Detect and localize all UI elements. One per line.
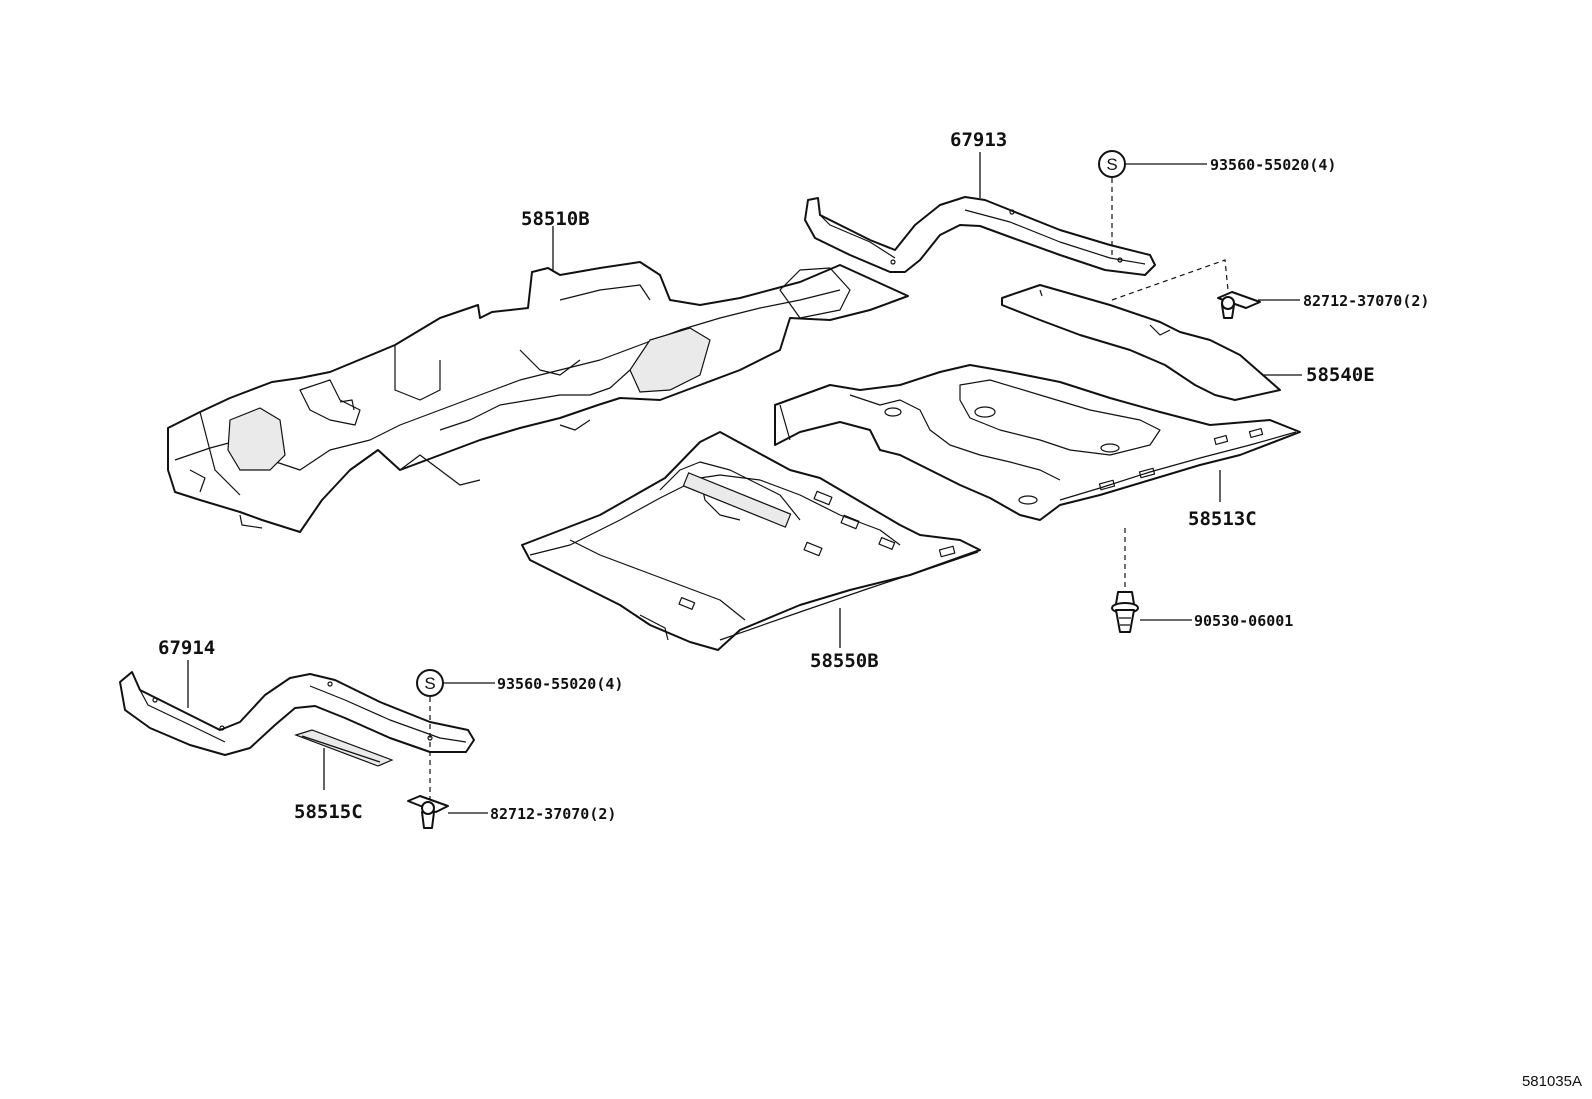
part-58513C-rear-silencer bbox=[774, 364, 1301, 521]
standard-part-mark-top: S bbox=[1098, 150, 1126, 178]
part-67914-bracket bbox=[119, 671, 475, 756]
part-58550B-center-silencer bbox=[521, 431, 981, 651]
callout-58513C: 58513C bbox=[1188, 508, 1257, 530]
part-58515C-pad bbox=[294, 729, 394, 767]
callout-58550B: 58550B bbox=[810, 650, 879, 672]
part-67913-bracket bbox=[804, 196, 1156, 276]
callout-82712-37070-bottom: 82712-37070(2) bbox=[490, 805, 616, 823]
callout-67914: 67914 bbox=[158, 637, 215, 659]
leader-lines bbox=[187, 152, 1302, 814]
part-58540E-sheet bbox=[1001, 284, 1281, 401]
clip-icon-bottom bbox=[407, 795, 449, 829]
standard-part-letter-bottom: S bbox=[424, 674, 435, 693]
standard-part-letter-top: S bbox=[1106, 155, 1117, 174]
callout-58540E: 58540E bbox=[1306, 364, 1375, 386]
clip-icon-top bbox=[1217, 291, 1261, 319]
push-rivet-icon bbox=[1111, 591, 1139, 633]
part-58510B-floor-silencer bbox=[167, 261, 909, 533]
callout-82712-37070-top: 82712-37070(2) bbox=[1303, 292, 1429, 310]
callout-58510B: 58510B bbox=[521, 208, 590, 230]
standard-part-mark-bottom: S bbox=[416, 669, 444, 697]
drawing-id: 581035A bbox=[1522, 1073, 1582, 1090]
callout-58515C: 58515C bbox=[294, 801, 363, 823]
callout-90530-06001: 90530-06001 bbox=[1194, 612, 1293, 630]
callout-67913: 67913 bbox=[950, 129, 1007, 151]
callout-93560-55020-bottom: 93560-55020(4) bbox=[497, 675, 623, 693]
callout-93560-55020-top: 93560-55020(4) bbox=[1210, 156, 1336, 174]
